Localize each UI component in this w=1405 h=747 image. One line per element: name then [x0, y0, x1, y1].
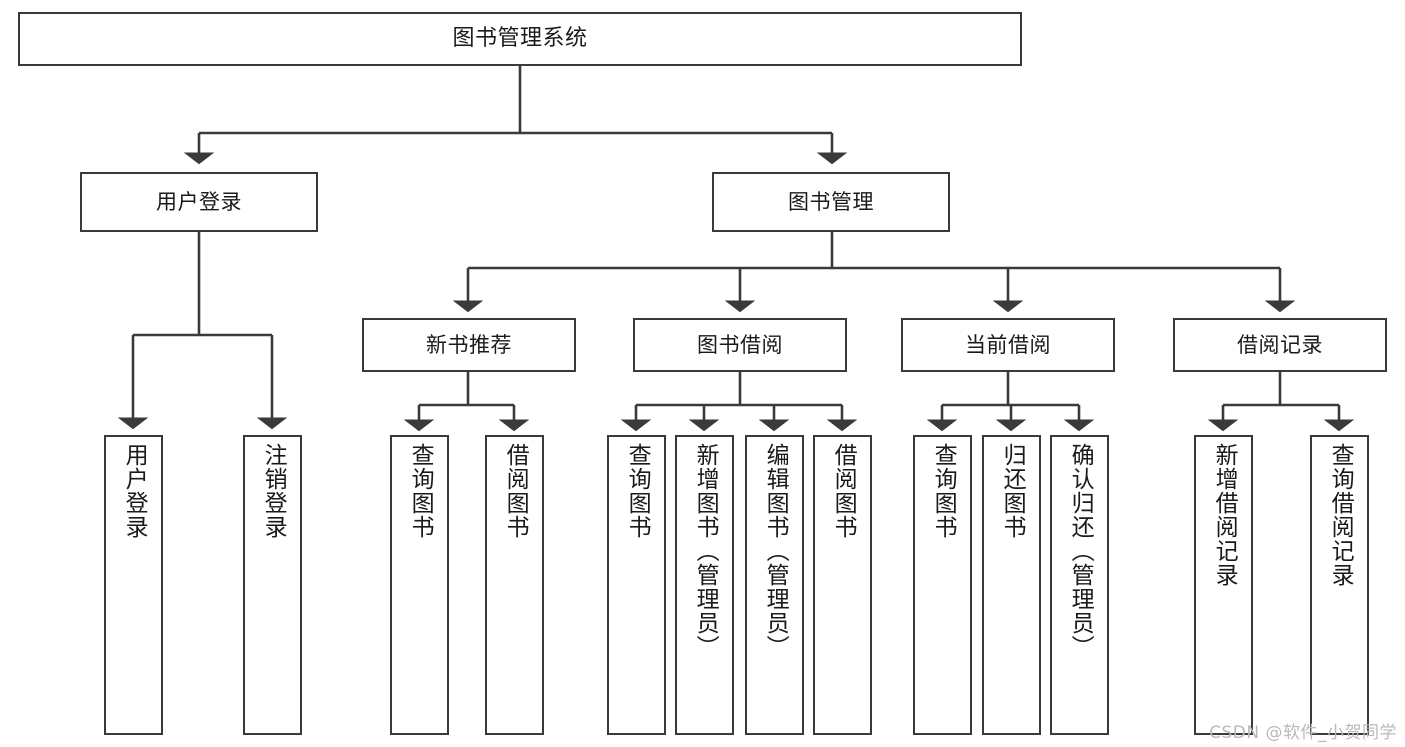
node-new-book-recommend-label: 新书推荐	[426, 332, 512, 357]
node-user-login[interactable]: 用户登录	[80, 172, 318, 232]
node-current-borrow-label: 当前借阅	[965, 332, 1051, 357]
node-user-login-label: 用户登录	[156, 189, 242, 214]
node-leaf-query-book-1[interactable]: 查询图书	[390, 435, 449, 735]
node-book-manage[interactable]: 图书管理	[712, 172, 950, 232]
node-leaf-edit-book-label: 编辑图书（管理员）	[762, 443, 789, 659]
node-leaf-borrow-book-2-label: 借阅图书	[830, 443, 857, 539]
node-leaf-confirm-return[interactable]: 确认归还（管理员）	[1050, 435, 1109, 735]
node-leaf-query-record[interactable]: 查询借阅记录	[1310, 435, 1369, 735]
node-leaf-query-book-1-label: 查询图书	[407, 443, 434, 539]
node-leaf-query-book-3[interactable]: 查询图书	[913, 435, 972, 735]
node-leaf-borrow-book-1[interactable]: 借阅图书	[485, 435, 544, 735]
node-leaf-user-logout[interactable]: 注销登录	[243, 435, 302, 735]
node-leaf-confirm-return-label: 确认归还（管理员）	[1067, 443, 1094, 659]
node-leaf-query-book-2-label: 查询图书	[624, 443, 651, 539]
watermark: CSDN @软件_小贺同学	[1209, 723, 1397, 743]
node-borrow-record[interactable]: 借阅记录	[1173, 318, 1387, 372]
node-leaf-add-record-label: 新增借阅记录	[1211, 443, 1238, 587]
node-leaf-add-book[interactable]: 新增图书（管理员）	[675, 435, 734, 735]
node-leaf-add-book-label: 新增图书（管理员）	[692, 443, 719, 659]
node-borrow-record-label: 借阅记录	[1237, 332, 1323, 357]
node-leaf-query-record-label: 查询借阅记录	[1327, 443, 1354, 587]
node-book-borrow-label: 图书借阅	[697, 332, 783, 357]
node-leaf-borrow-book-1-label: 借阅图书	[502, 443, 529, 539]
node-leaf-user-login-label: 用户登录	[121, 443, 148, 539]
node-current-borrow[interactable]: 当前借阅	[901, 318, 1115, 372]
node-root[interactable]: 图书管理系统	[18, 12, 1022, 66]
node-leaf-user-logout-label: 注销登录	[260, 443, 287, 539]
node-leaf-edit-book[interactable]: 编辑图书（管理员）	[745, 435, 804, 735]
node-book-borrow[interactable]: 图书借阅	[633, 318, 847, 372]
node-new-book-recommend[interactable]: 新书推荐	[362, 318, 576, 372]
node-leaf-user-login[interactable]: 用户登录	[104, 435, 163, 735]
node-leaf-add-record[interactable]: 新增借阅记录	[1194, 435, 1253, 735]
node-leaf-query-book-3-label: 查询图书	[930, 443, 957, 539]
node-leaf-return-book[interactable]: 归还图书	[982, 435, 1041, 735]
node-leaf-return-book-label: 归还图书	[999, 443, 1026, 539]
node-leaf-borrow-book-2[interactable]: 借阅图书	[813, 435, 872, 735]
node-root-label: 图书管理系统	[452, 26, 588, 52]
node-book-manage-label: 图书管理	[788, 189, 874, 214]
node-leaf-query-book-2[interactable]: 查询图书	[607, 435, 666, 735]
